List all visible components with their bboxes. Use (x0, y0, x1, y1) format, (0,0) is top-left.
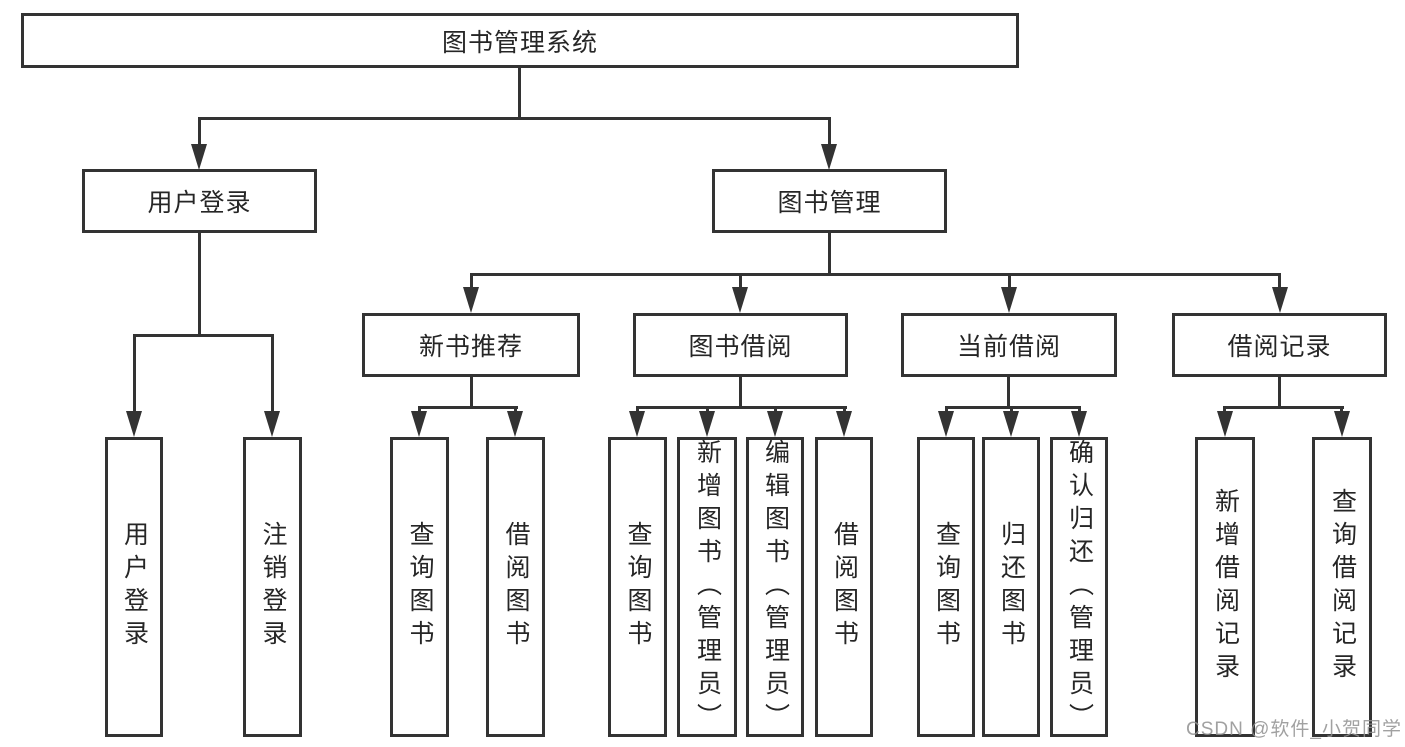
connector-line (418, 406, 421, 414)
leaf-borrow-books-recommend: 借阅图书 (486, 437, 545, 737)
connector-line (198, 117, 201, 146)
connector-line (470, 273, 1281, 276)
leaf-query-borrow-record: 查询借阅记录 (1312, 437, 1372, 737)
connector-line (1340, 406, 1343, 414)
connector-line (945, 406, 1081, 409)
connector-line (636, 406, 847, 409)
connector-line (198, 117, 831, 120)
leaf-query-books-current: 查询图书 (917, 437, 975, 737)
connector-line (518, 68, 521, 119)
arrow-down-icon (629, 411, 645, 437)
arrow-down-icon (411, 411, 427, 437)
arrow-down-icon (191, 144, 207, 170)
connector-line (843, 406, 846, 414)
arrow-down-icon (507, 411, 523, 437)
connector-line (636, 406, 639, 414)
arrow-down-icon (126, 411, 142, 437)
node-label: 用户登录 (147, 189, 252, 217)
node-current-borrow: 当前借阅 (901, 313, 1117, 377)
leaf-label: 新增借阅记录 (1211, 488, 1240, 686)
leaf-return-book: 归还图书 (982, 437, 1040, 737)
arrow-down-icon (463, 287, 479, 313)
connector-line (133, 334, 274, 337)
leaf-add-book-admin: 新增图书（管理员） (677, 437, 737, 737)
node-book-management: 图书管理 (712, 169, 947, 233)
connector-line (514, 406, 517, 414)
node-new-book-recommend: 新书推荐 (362, 313, 580, 377)
arrow-down-icon (732, 287, 748, 313)
leaf-confirm-return-admin: 确认归还（管理员） (1050, 437, 1108, 737)
connector-line (470, 273, 473, 289)
node-label: 图书管理系统 (441, 28, 598, 57)
leaf-label: 查询图书 (932, 521, 961, 653)
arrow-down-icon (767, 411, 783, 437)
connector-line (706, 406, 709, 414)
connector-line (1223, 406, 1226, 414)
connector-line (271, 334, 274, 413)
connector-line (1078, 406, 1081, 414)
connector-line (198, 233, 201, 336)
arrow-down-icon (699, 411, 715, 437)
connector-line (1223, 406, 1344, 409)
leaf-label: 查询图书 (624, 521, 652, 653)
leaf-label: 借阅图书 (830, 521, 859, 653)
connector-line (418, 406, 518, 409)
connector-line (133, 334, 136, 413)
leaf-label: 查询图书 (406, 521, 434, 653)
connector-line (739, 377, 742, 408)
node-user-login: 用户登录 (82, 169, 317, 233)
node-label: 图书管理 (777, 189, 882, 217)
node-label: 借阅记录 (1227, 333, 1332, 361)
arrow-down-icon (836, 411, 852, 437)
leaf-label: 新增图书（管理员） (693, 438, 722, 736)
node-label: 图书借阅 (688, 333, 793, 361)
arrow-down-icon (264, 411, 280, 437)
leaf-label: 确认归还（管理员） (1065, 438, 1094, 736)
connector-line (774, 406, 777, 414)
connector-line (470, 377, 473, 408)
leaf-label: 归还图书 (997, 521, 1026, 653)
arrow-down-icon (938, 411, 954, 437)
leaf-add-borrow-record: 新增借阅记录 (1195, 437, 1255, 737)
connector-line (828, 233, 831, 276)
connector-line (1278, 273, 1281, 289)
leaf-user-login: 用户登录 (105, 437, 163, 737)
node-root-library-system: 图书管理系统 (21, 13, 1019, 68)
arrow-down-icon (1001, 287, 1017, 313)
leaf-label: 用户登录 (120, 521, 149, 653)
connector-line (739, 273, 742, 289)
node-borrow-records: 借阅记录 (1172, 313, 1387, 377)
connector-line (1278, 377, 1281, 408)
leaf-query-books-borrow: 查询图书 (608, 437, 667, 737)
leaf-query-books-recommend: 查询图书 (390, 437, 449, 737)
node-label: 当前借阅 (956, 333, 1061, 361)
connector-line (945, 406, 948, 414)
connector-line (828, 117, 831, 146)
arrow-down-icon (1334, 411, 1350, 437)
arrow-down-icon (1071, 411, 1087, 437)
node-label: 新书推荐 (418, 333, 523, 361)
leaf-logout: 注销登录 (243, 437, 302, 737)
connector-line (1008, 273, 1011, 289)
arrow-down-icon (821, 144, 837, 170)
csdn-watermark: CSDN @软件_小贺同学 (1186, 719, 1402, 740)
leaf-label: 查询借阅记录 (1328, 488, 1357, 686)
leaf-label: 借阅图书 (502, 521, 530, 653)
connector-line (1010, 406, 1013, 414)
leaf-label: 注销登录 (259, 521, 287, 653)
connector-line (1007, 377, 1010, 408)
arrow-down-icon (1272, 287, 1288, 313)
arrow-down-icon (1003, 411, 1019, 437)
node-book-borrow: 图书借阅 (633, 313, 848, 377)
arrow-down-icon (1217, 411, 1233, 437)
leaf-edit-book-admin: 编辑图书（管理员） (746, 437, 804, 737)
leaf-borrow-books: 借阅图书 (815, 437, 873, 737)
leaf-label: 编辑图书（管理员） (761, 438, 790, 736)
